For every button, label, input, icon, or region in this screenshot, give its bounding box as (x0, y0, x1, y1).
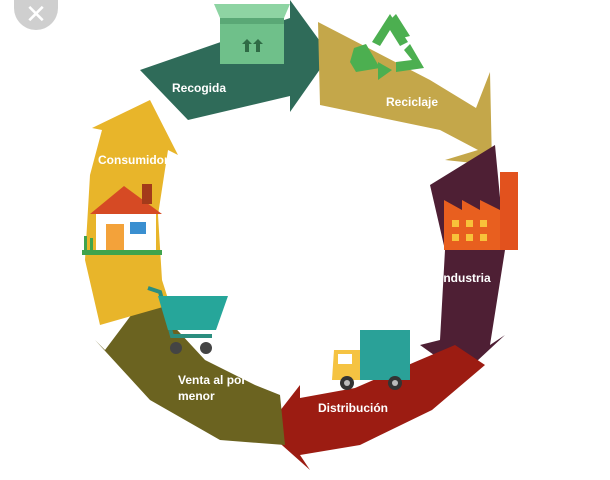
recycle-icon (350, 14, 424, 80)
close-icon: ✕ (25, 0, 47, 30)
label-consumidor: Consumidor (98, 153, 169, 167)
shopping-cart-icon (147, 286, 228, 354)
arrow-venta (95, 290, 285, 445)
close-button[interactable]: ✕ (14, 0, 58, 30)
box-icon (214, 4, 290, 64)
factory-icon (444, 172, 518, 250)
arrow-distribucion (265, 345, 485, 470)
label-venta-line-1: Venta al por (178, 373, 246, 387)
truck-icon (332, 330, 410, 390)
label-reciclaje: Reciclaje (386, 95, 438, 109)
label-venta-line-2: menor (178, 389, 215, 403)
label-industria: Industria (440, 271, 491, 285)
label-distribucion: Distribución (318, 401, 388, 415)
house-icon (82, 184, 162, 255)
label-recogida: Recogida (172, 81, 226, 95)
arrow-industria (420, 145, 505, 375)
